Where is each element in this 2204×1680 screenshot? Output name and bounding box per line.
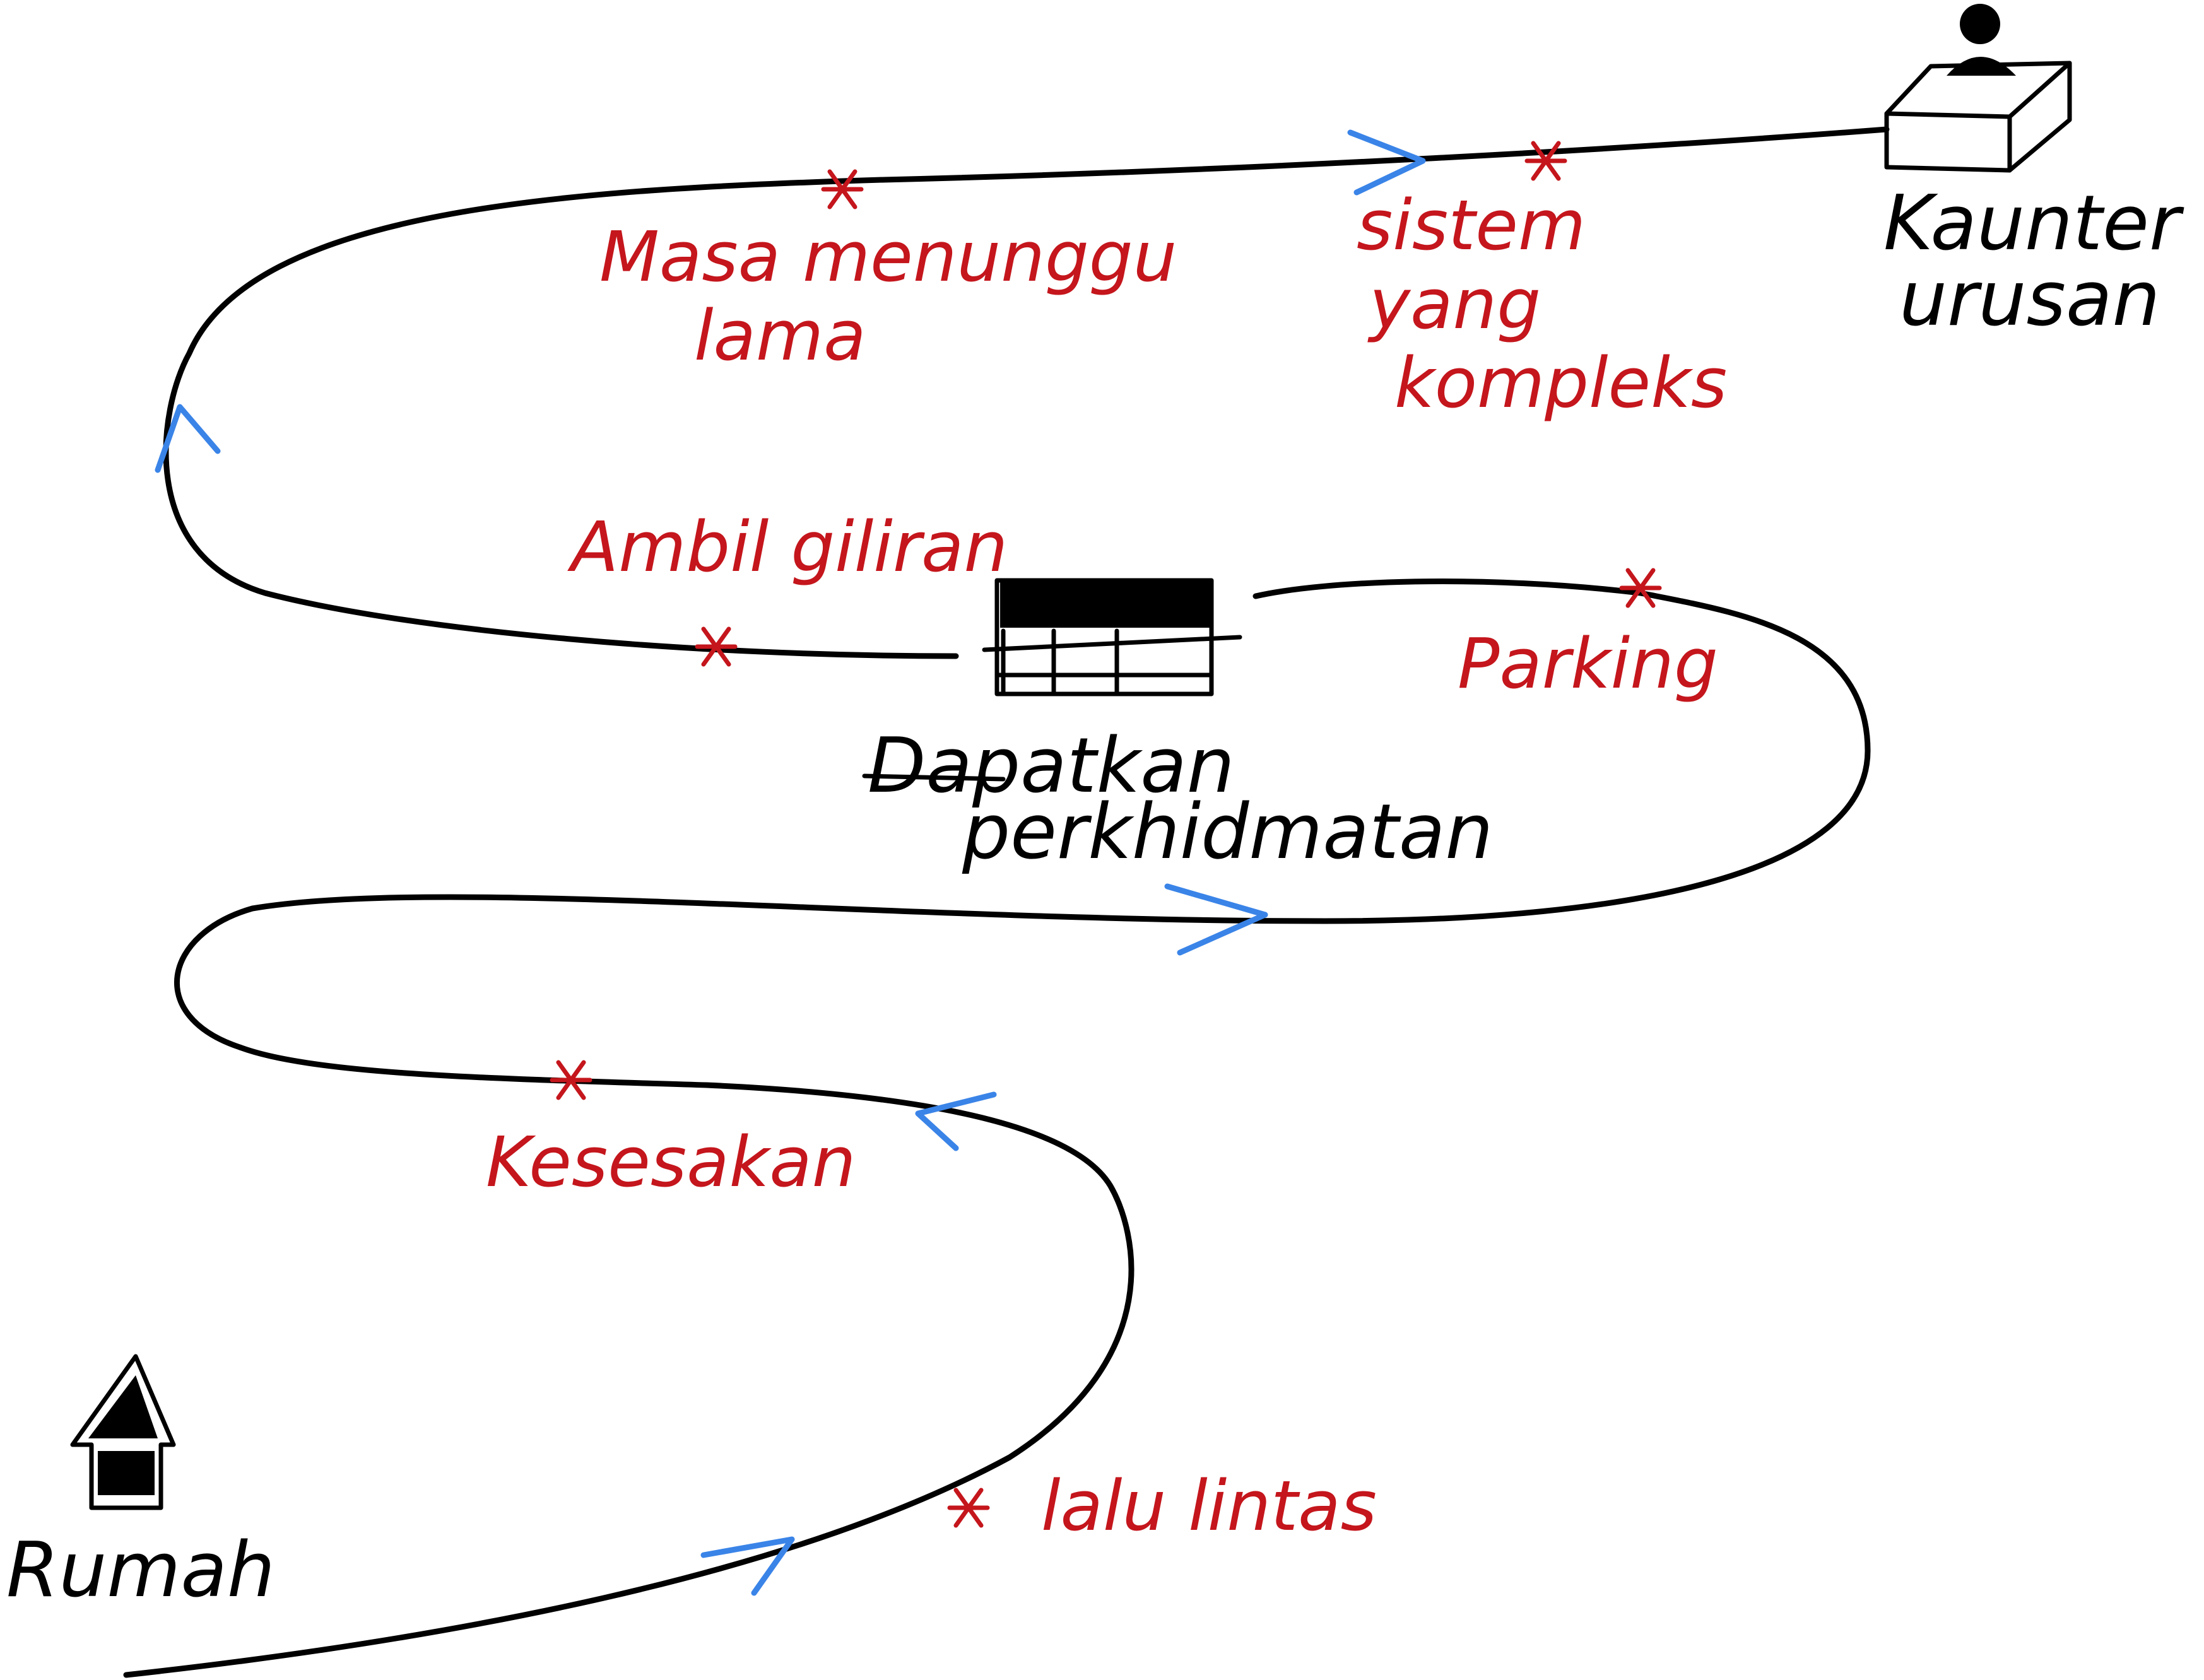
pain-point-queue-number: Ambil giliran [567, 507, 1008, 587]
asterisk-icon [821, 169, 864, 209]
direction-arrow-icon [915, 1091, 997, 1151]
pain-point-traffic: lalu lintas [1041, 1466, 1377, 1546]
asterisk-icon [947, 1488, 990, 1528]
pain-point-system-line2: yang [1367, 264, 1541, 344]
journey-path [123, 579, 1871, 1678]
pain-point-crowding: Kesesakan [486, 1122, 856, 1202]
pain-point-system-line1: sistem [1357, 185, 1586, 266]
house-icon [70, 1354, 176, 1510]
service-label-line2: perkhidmatan [962, 789, 1493, 876]
pain-point-wait-line2: lama [694, 295, 866, 376]
asterisk-icon [550, 1060, 592, 1100]
home-label: Rumah [6, 1527, 275, 1614]
building-icon [982, 578, 1242, 696]
pain-point-system-line3: kompleks [1394, 343, 1727, 423]
asterisk-icon [695, 626, 738, 667]
journey-path-upper [163, 126, 1890, 659]
service-label-underline [862, 773, 1006, 782]
service-label-line1: Dapatkan [868, 722, 1235, 810]
counter-desk-icon [1884, 4, 2072, 173]
counter-label-line2: urusan [1899, 256, 2160, 343]
direction-arrow-icon [1164, 883, 1268, 956]
asterisk-icon [1524, 141, 1567, 181]
pain-point-parking: Parking [1458, 623, 1718, 704]
direction-arrow-icon [155, 404, 221, 473]
counter-label-line1: Kaunter [1883, 180, 2184, 267]
direction-arrow-icon [1347, 129, 1426, 196]
pain-point-wait-line1: Masa menunggu [599, 216, 1177, 297]
asterisk-icon [1619, 568, 1662, 608]
direction-arrow-icon [700, 1536, 795, 1596]
